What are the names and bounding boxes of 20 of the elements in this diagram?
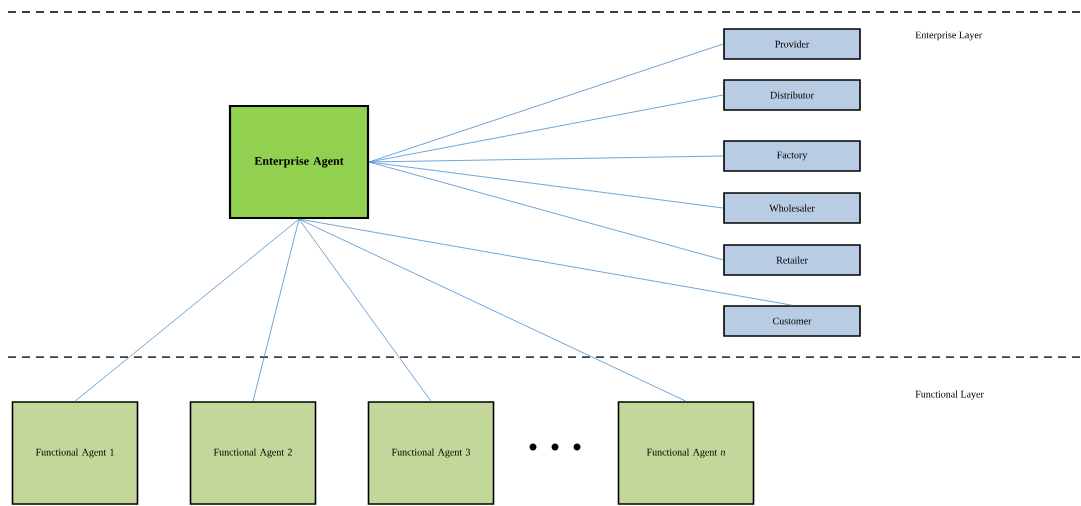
partner-box: Distributor — [723, 79, 861, 111]
connector-line — [298, 218, 687, 402]
agent-box: Functional Agent 3 — [367, 401, 495, 505]
agent-box: Functional Agent 2 — [189, 401, 317, 505]
connector-line — [368, 155, 724, 163]
agent-box: Functional Agent 1 — [11, 401, 139, 505]
partner-box: Factory — [723, 140, 861, 172]
connector-line — [74, 218, 300, 402]
partner-box: Retailer — [723, 244, 861, 276]
connector-line — [368, 161, 724, 261]
agent-box: Enterprise Agent — [228, 104, 370, 220]
connector-line — [298, 218, 793, 306]
partner-box: Customer — [723, 305, 861, 337]
partner-box: Wholesaler — [723, 192, 861, 224]
connector-line — [298, 218, 432, 402]
layer-label: Enterprise Layer — [915, 31, 983, 41]
layer-label: Functional Layer — [915, 390, 984, 400]
connector-line — [252, 218, 300, 402]
partner-box: Provider — [723, 28, 861, 60]
agent-box: Functional Agent n — [617, 401, 755, 505]
